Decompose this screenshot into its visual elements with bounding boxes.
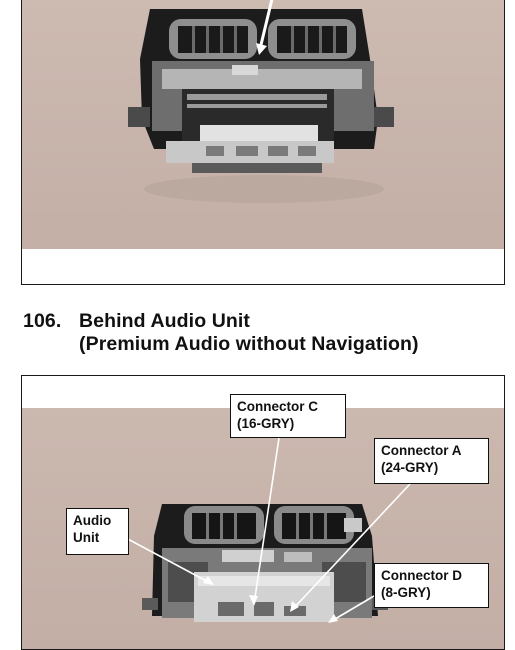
- callout-connector-a: Connector A (24-GRY): [374, 438, 489, 484]
- callout-audio-unit-line2: Unit: [73, 530, 100, 545]
- callout-connector-c-spec: (16-GRY): [237, 416, 295, 431]
- callout-connector-a-name: Connector A: [381, 443, 462, 458]
- callout-connector-a-spec: (24-GRY): [381, 460, 439, 475]
- callout-connector-c: Connector C (16-GRY): [230, 394, 346, 438]
- heading-number: 106.: [23, 310, 62, 332]
- heading-line1: Behind Audio Unit: [79, 310, 251, 332]
- callout-audio-unit: Audio Unit: [66, 508, 129, 555]
- heading-line2: (Premium Audio without Navigation): [79, 333, 419, 355]
- photo-frame-top: [21, 0, 505, 285]
- callout-connector-c-name: Connector C: [237, 399, 318, 414]
- section-heading: 106. Behind Audio Unit (Premium Audio wit…: [23, 310, 419, 356]
- callout-connector-d-spec: (8-GRY): [381, 585, 431, 600]
- callout-audio-unit-line1: Audio: [73, 513, 112, 528]
- callout-connector-d: Connector D (8-GRY): [374, 563, 489, 608]
- callout-connector-d-name: Connector D: [381, 568, 462, 583]
- dashboard-center-panel-photo: [22, 0, 504, 284]
